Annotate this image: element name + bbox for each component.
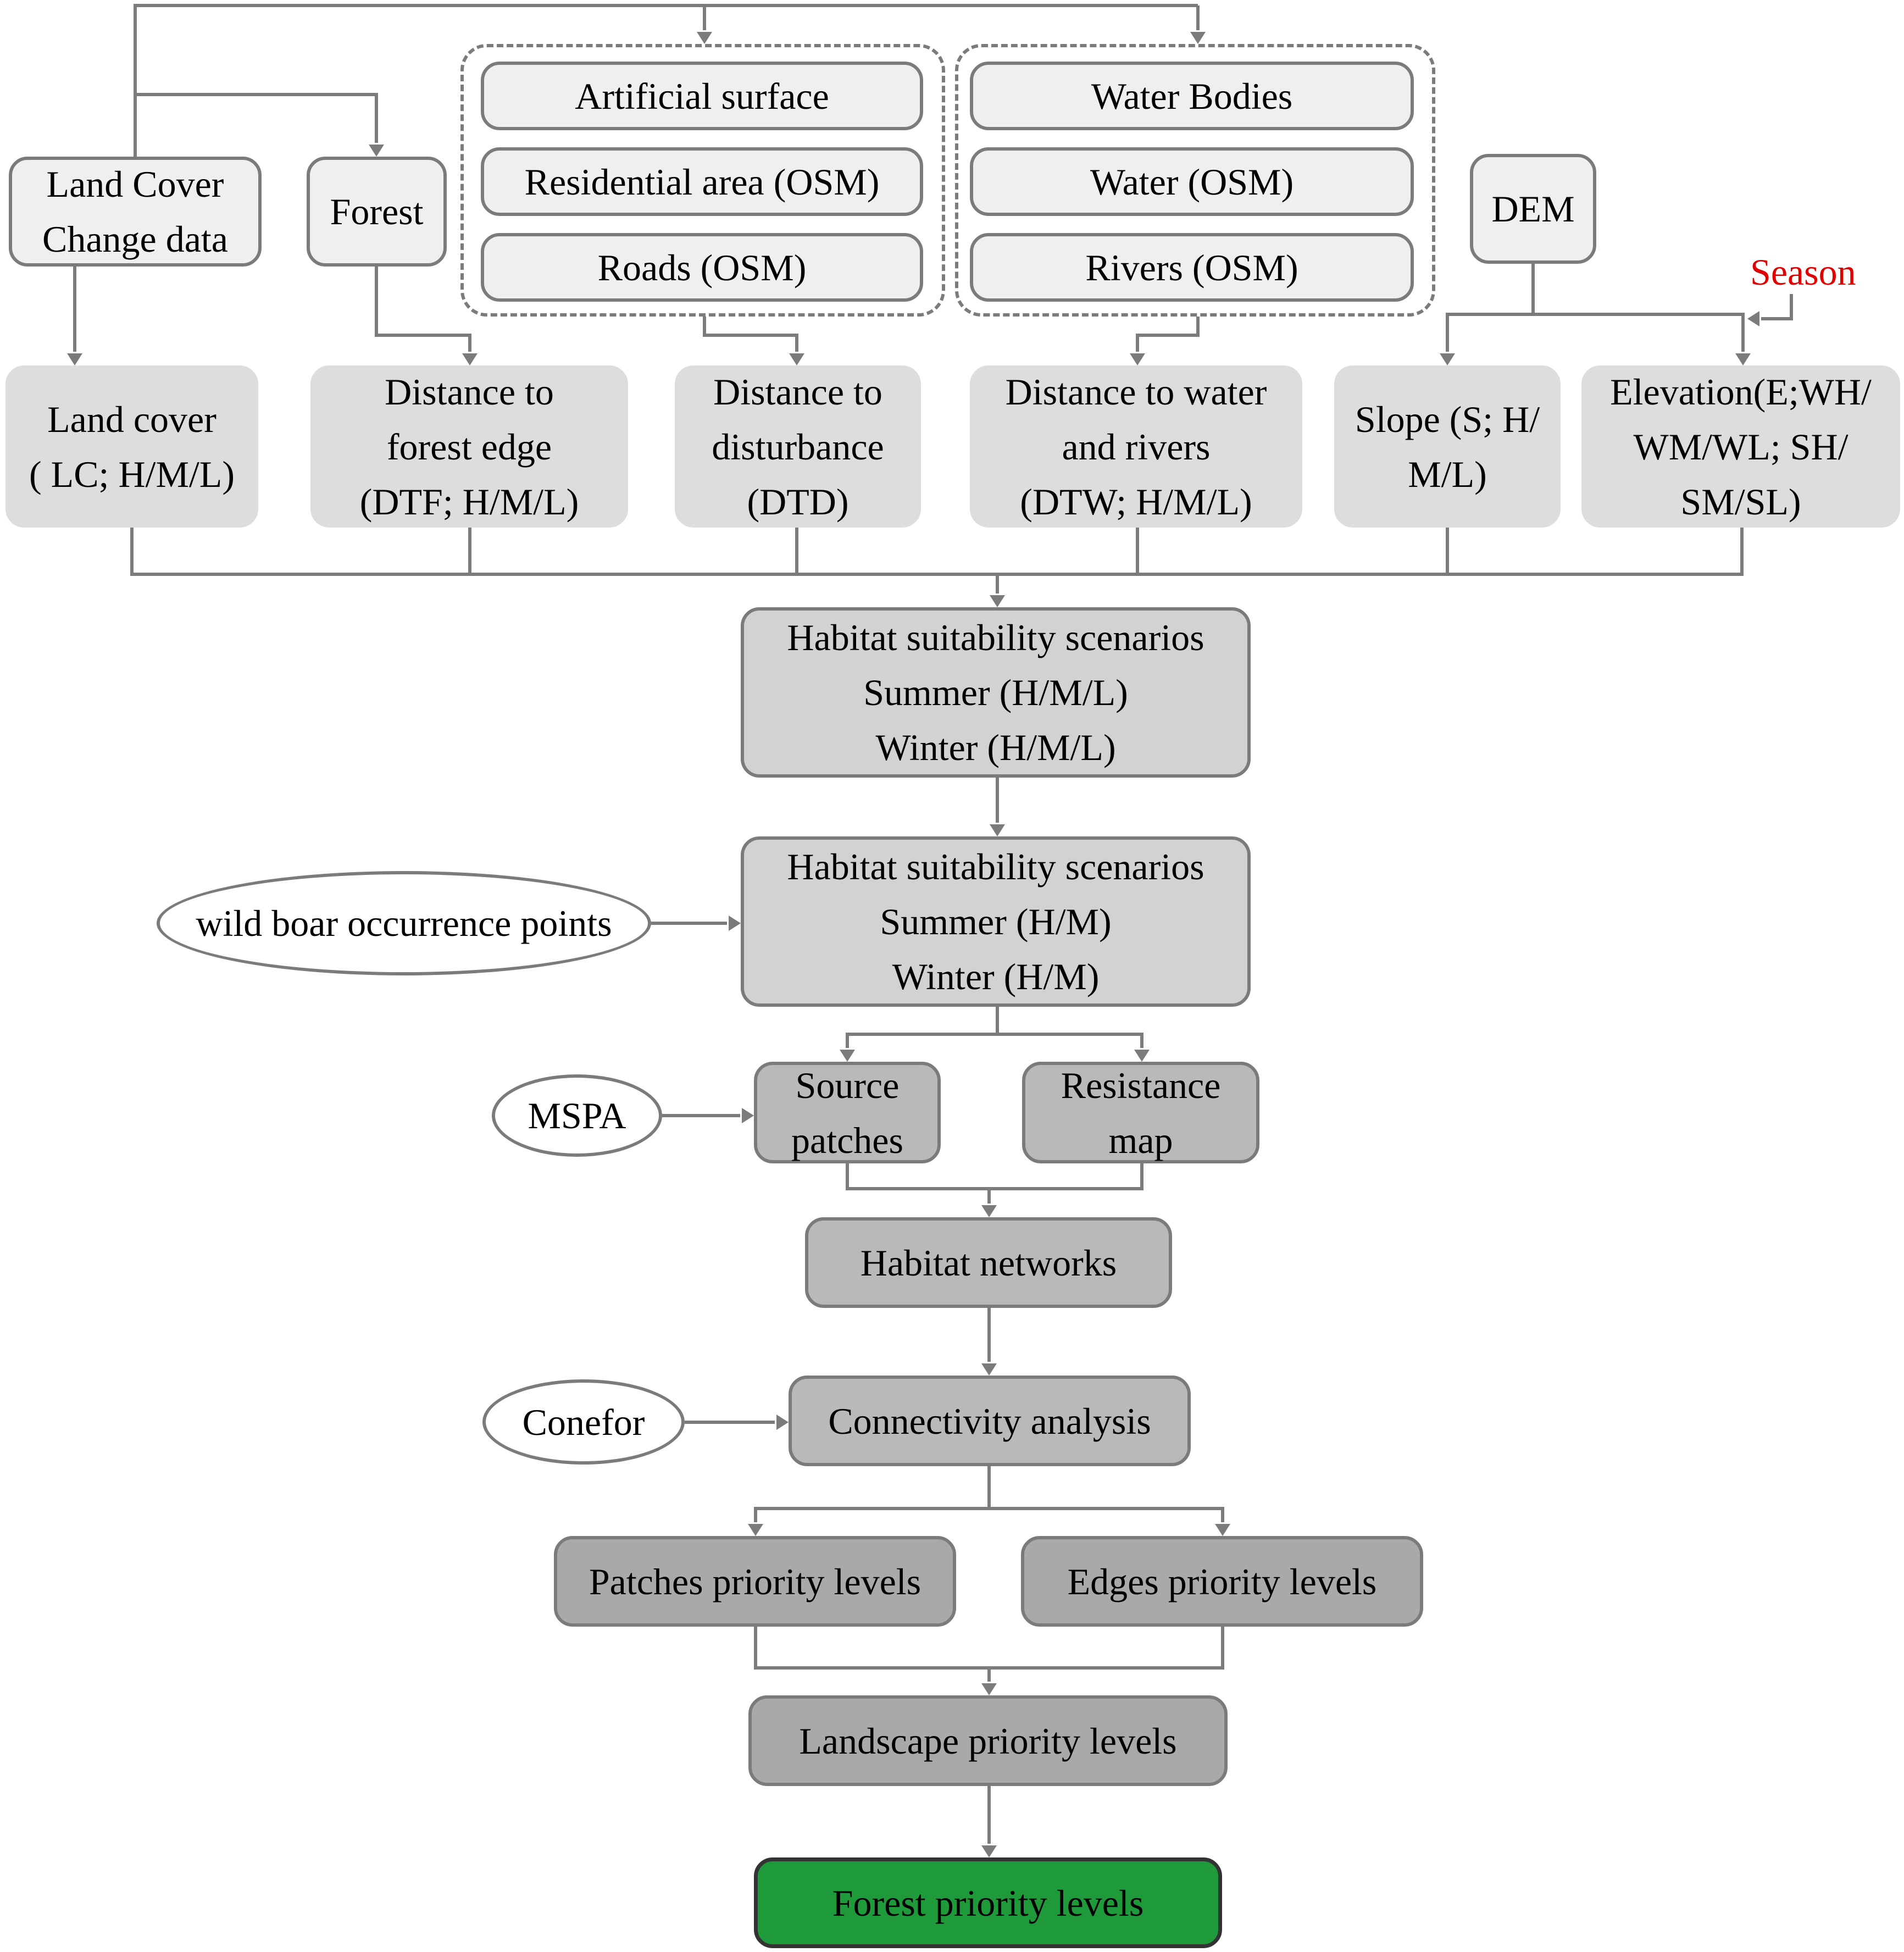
habitat-networks: Habitat networks <box>805 1217 1172 1308</box>
distance-to-water: Distance to water and rivers (DTW; H/M/L… <box>970 365 1302 528</box>
connector-line <box>1761 294 1793 320</box>
arrowhead <box>1215 1524 1230 1536</box>
connectivity-analysis: Connectivity analysis <box>789 1376 1191 1466</box>
arrowhead <box>981 1363 997 1376</box>
arrowhead <box>789 353 804 365</box>
connector-line <box>754 1627 1224 1670</box>
arrowhead <box>776 1415 789 1430</box>
land-cover-change-data: Land Cover Change data <box>9 157 262 267</box>
connector-line <box>134 4 1198 157</box>
distance-to-forest-edge: Distance to forest edge (DTF; H/M/L) <box>310 365 628 528</box>
arrowhead <box>981 1683 997 1695</box>
source-patches: Source patches <box>754 1062 941 1163</box>
elevation-factor: Elevation(E;WH/ WM/WL; SH/ SM/SL) <box>1581 365 1900 528</box>
connector-line <box>703 317 798 352</box>
habitat-suitability-scenarios-hm: Habitat suitability scenarios Summer (H/… <box>741 836 1251 1007</box>
arrowhead <box>729 916 741 931</box>
arrowhead <box>1735 353 1751 365</box>
arrowhead <box>1134 1050 1150 1062</box>
arrowhead <box>748 1524 763 1536</box>
forest-priority-levels: Forest priority levels <box>754 1857 1222 1948</box>
arrowhead <box>67 353 82 365</box>
wild-boar-occurrence-points: wild boar occurrence points <box>157 871 651 975</box>
water-bodies: Water Bodies <box>970 62 1414 130</box>
season-label: Season <box>1750 251 1856 293</box>
arrowhead <box>1190 32 1206 44</box>
arrowhead <box>697 32 712 44</box>
patches-priority-levels: Patches priority levels <box>554 1536 956 1627</box>
rivers-osm: Rivers (OSM) <box>970 233 1414 302</box>
arrowhead <box>369 145 384 157</box>
dem-input: DEM <box>1470 154 1596 264</box>
roads-osm: Roads (OSM) <box>481 233 923 302</box>
water-osm: Water (OSM) <box>970 147 1414 216</box>
resistance-map: Resistance map <box>1022 1062 1259 1163</box>
disturbance-sources-group <box>460 44 945 317</box>
landscape-priority-levels: Landscape priority levels <box>748 1695 1228 1786</box>
artificial-surface: Artificial surface <box>481 62 923 130</box>
arrowhead <box>981 1845 997 1857</box>
conefor-input: Conefor <box>482 1379 685 1465</box>
mspa-input: MSPA <box>492 1074 662 1157</box>
connector-line <box>846 1033 1143 1048</box>
arrowhead <box>1130 353 1145 365</box>
connector-line <box>375 267 471 352</box>
arrowhead <box>1440 353 1455 365</box>
connector-line <box>1446 313 1745 352</box>
connector-line <box>130 528 1744 576</box>
forest-input: Forest <box>307 157 447 267</box>
land-cover-factor: Land cover ( LC; H/M/L) <box>5 365 258 528</box>
arrowhead <box>990 595 1005 607</box>
arrowhead <box>840 1050 855 1062</box>
distance-to-disturbance: Distance to disturbance (DTD) <box>675 365 921 528</box>
slope-factor: Slope (S; H/ M/L) <box>1334 365 1561 528</box>
connector-line <box>846 1163 1143 1190</box>
residential-area-osm: Residential area (OSM) <box>481 147 923 216</box>
habitat-suitability-scenarios-hml: Habitat suitability scenarios Summer (H/… <box>741 607 1251 778</box>
arrowhead <box>742 1108 754 1123</box>
connector-line <box>135 93 378 143</box>
arrowhead <box>981 1205 997 1217</box>
arrowhead <box>990 824 1005 836</box>
arrowhead <box>1747 311 1759 326</box>
water-sources-group <box>955 44 1435 317</box>
connector-line <box>754 1507 1224 1522</box>
edges-priority-levels: Edges priority levels <box>1021 1536 1423 1627</box>
connector-line <box>1136 317 1200 352</box>
arrowhead <box>462 353 478 365</box>
